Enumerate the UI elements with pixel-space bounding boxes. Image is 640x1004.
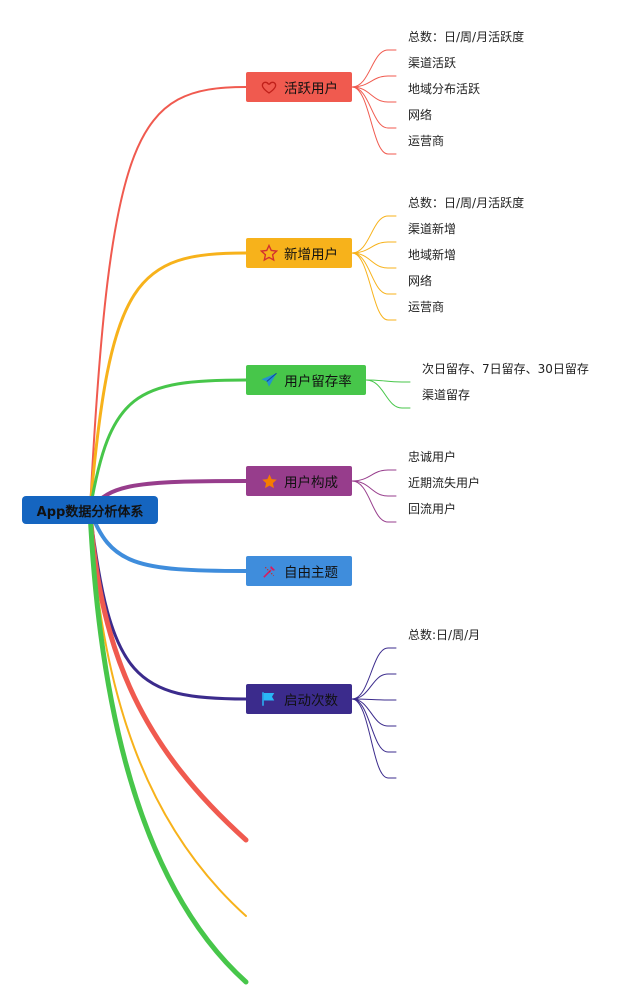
leaf-connector-0-1 — [351, 75, 397, 88]
paper-plane-icon — [260, 371, 278, 389]
branch-connector-1 — [88, 251, 248, 512]
branch-node-1[interactable]: 新增用户 — [246, 238, 352, 268]
leaf-connector-0-4 — [351, 86, 397, 155]
leaf-connector-5-4 — [351, 698, 397, 753]
flag-icon — [260, 690, 278, 708]
leaf-connector-1-0 — [351, 215, 397, 254]
branch-node-label: 启动次数 — [284, 693, 338, 709]
leaf-connector-1-4 — [351, 252, 397, 321]
branch-connector-0 — [89, 86, 247, 511]
branch-node-4[interactable]: 自由主题 — [246, 556, 352, 586]
branch-node-label: 活跃用户 — [284, 81, 338, 97]
branch-node-2[interactable]: 用户留存率 — [246, 365, 366, 395]
branch-node-label: 新增用户 — [284, 247, 338, 263]
leaf-topic[interactable]: 地域新增 — [408, 248, 457, 262]
leaf-topic[interactable]: 渠道留存 — [422, 388, 471, 402]
leaf-topic[interactable]: 地域分布活跃 — [408, 82, 481, 96]
leaf-connector-5-1 — [351, 673, 397, 700]
branch-node-0[interactable]: 活跃用户 — [246, 72, 352, 102]
leaf-connector-5-5 — [351, 698, 397, 779]
star-icon — [260, 244, 278, 262]
leaf-topic[interactable]: 总数：日/周/月活跃度 — [408, 30, 525, 44]
branch-node-label: 用户留存率 — [284, 374, 352, 390]
tools-icon — [260, 562, 278, 580]
branch-connector-4 — [88, 508, 248, 573]
branch-connector-2 — [88, 378, 248, 512]
extra-branch-2 — [87, 507, 249, 985]
leaf-connector-0-3 — [351, 86, 397, 129]
leaf-connector-0-0 — [351, 49, 397, 88]
leaf-connector-3-0 — [351, 469, 397, 482]
leaf-topic[interactable]: 总数:日/周/月 — [408, 628, 481, 642]
branch-node-5[interactable]: 启动次数 — [246, 684, 352, 714]
leaf-connector-2-1 — [365, 379, 411, 409]
leaf-topic[interactable]: 忠诚用户 — [408, 450, 457, 464]
leaf-connector-1-1 — [351, 241, 397, 254]
leaf-connector-5-3 — [351, 698, 397, 727]
leaf-topic[interactable]: 近期流失用户 — [408, 476, 481, 490]
root-topic-label: App数据分析体系 — [36, 504, 144, 520]
leaf-topic[interactable]: 网络 — [408, 108, 433, 122]
leaf-topic[interactable]: 总数：日/周/月活跃度 — [408, 196, 525, 210]
leaf-connector-5-0 — [351, 647, 397, 700]
leaf-connector-3-1 — [351, 480, 397, 497]
leaf-topic[interactable]: 渠道活跃 — [408, 56, 457, 70]
leaf-topic[interactable]: 回流用户 — [408, 502, 457, 516]
leaf-topic[interactable]: 次日留存、7日留存、30日留存 — [422, 362, 589, 376]
filled-star-icon — [260, 472, 278, 490]
leaf-topic[interactable]: 运营商 — [408, 300, 445, 314]
leaf-connector-1-2 — [351, 252, 397, 269]
leaf-connector-1-3 — [351, 252, 397, 295]
leaf-connector-3-2 — [351, 480, 397, 523]
branch-connector-5 — [88, 508, 248, 701]
leaf-topic[interactable]: 渠道新增 — [408, 222, 457, 236]
leaf-topic[interactable]: 运营商 — [408, 134, 445, 148]
root-topic[interactable]: App数据分析体系 — [22, 496, 158, 524]
leaf-connector-0-2 — [351, 86, 397, 103]
branch-node-label: 自由主题 — [284, 565, 338, 581]
leaf-connector-5-2 — [351, 698, 397, 701]
leaf-connector-2-0 — [365, 379, 411, 383]
heart-icon — [260, 78, 278, 96]
branch-node-3[interactable]: 用户构成 — [246, 466, 352, 496]
branch-node-label: 用户构成 — [284, 475, 338, 491]
leaf-topic[interactable]: 网络 — [408, 274, 433, 288]
